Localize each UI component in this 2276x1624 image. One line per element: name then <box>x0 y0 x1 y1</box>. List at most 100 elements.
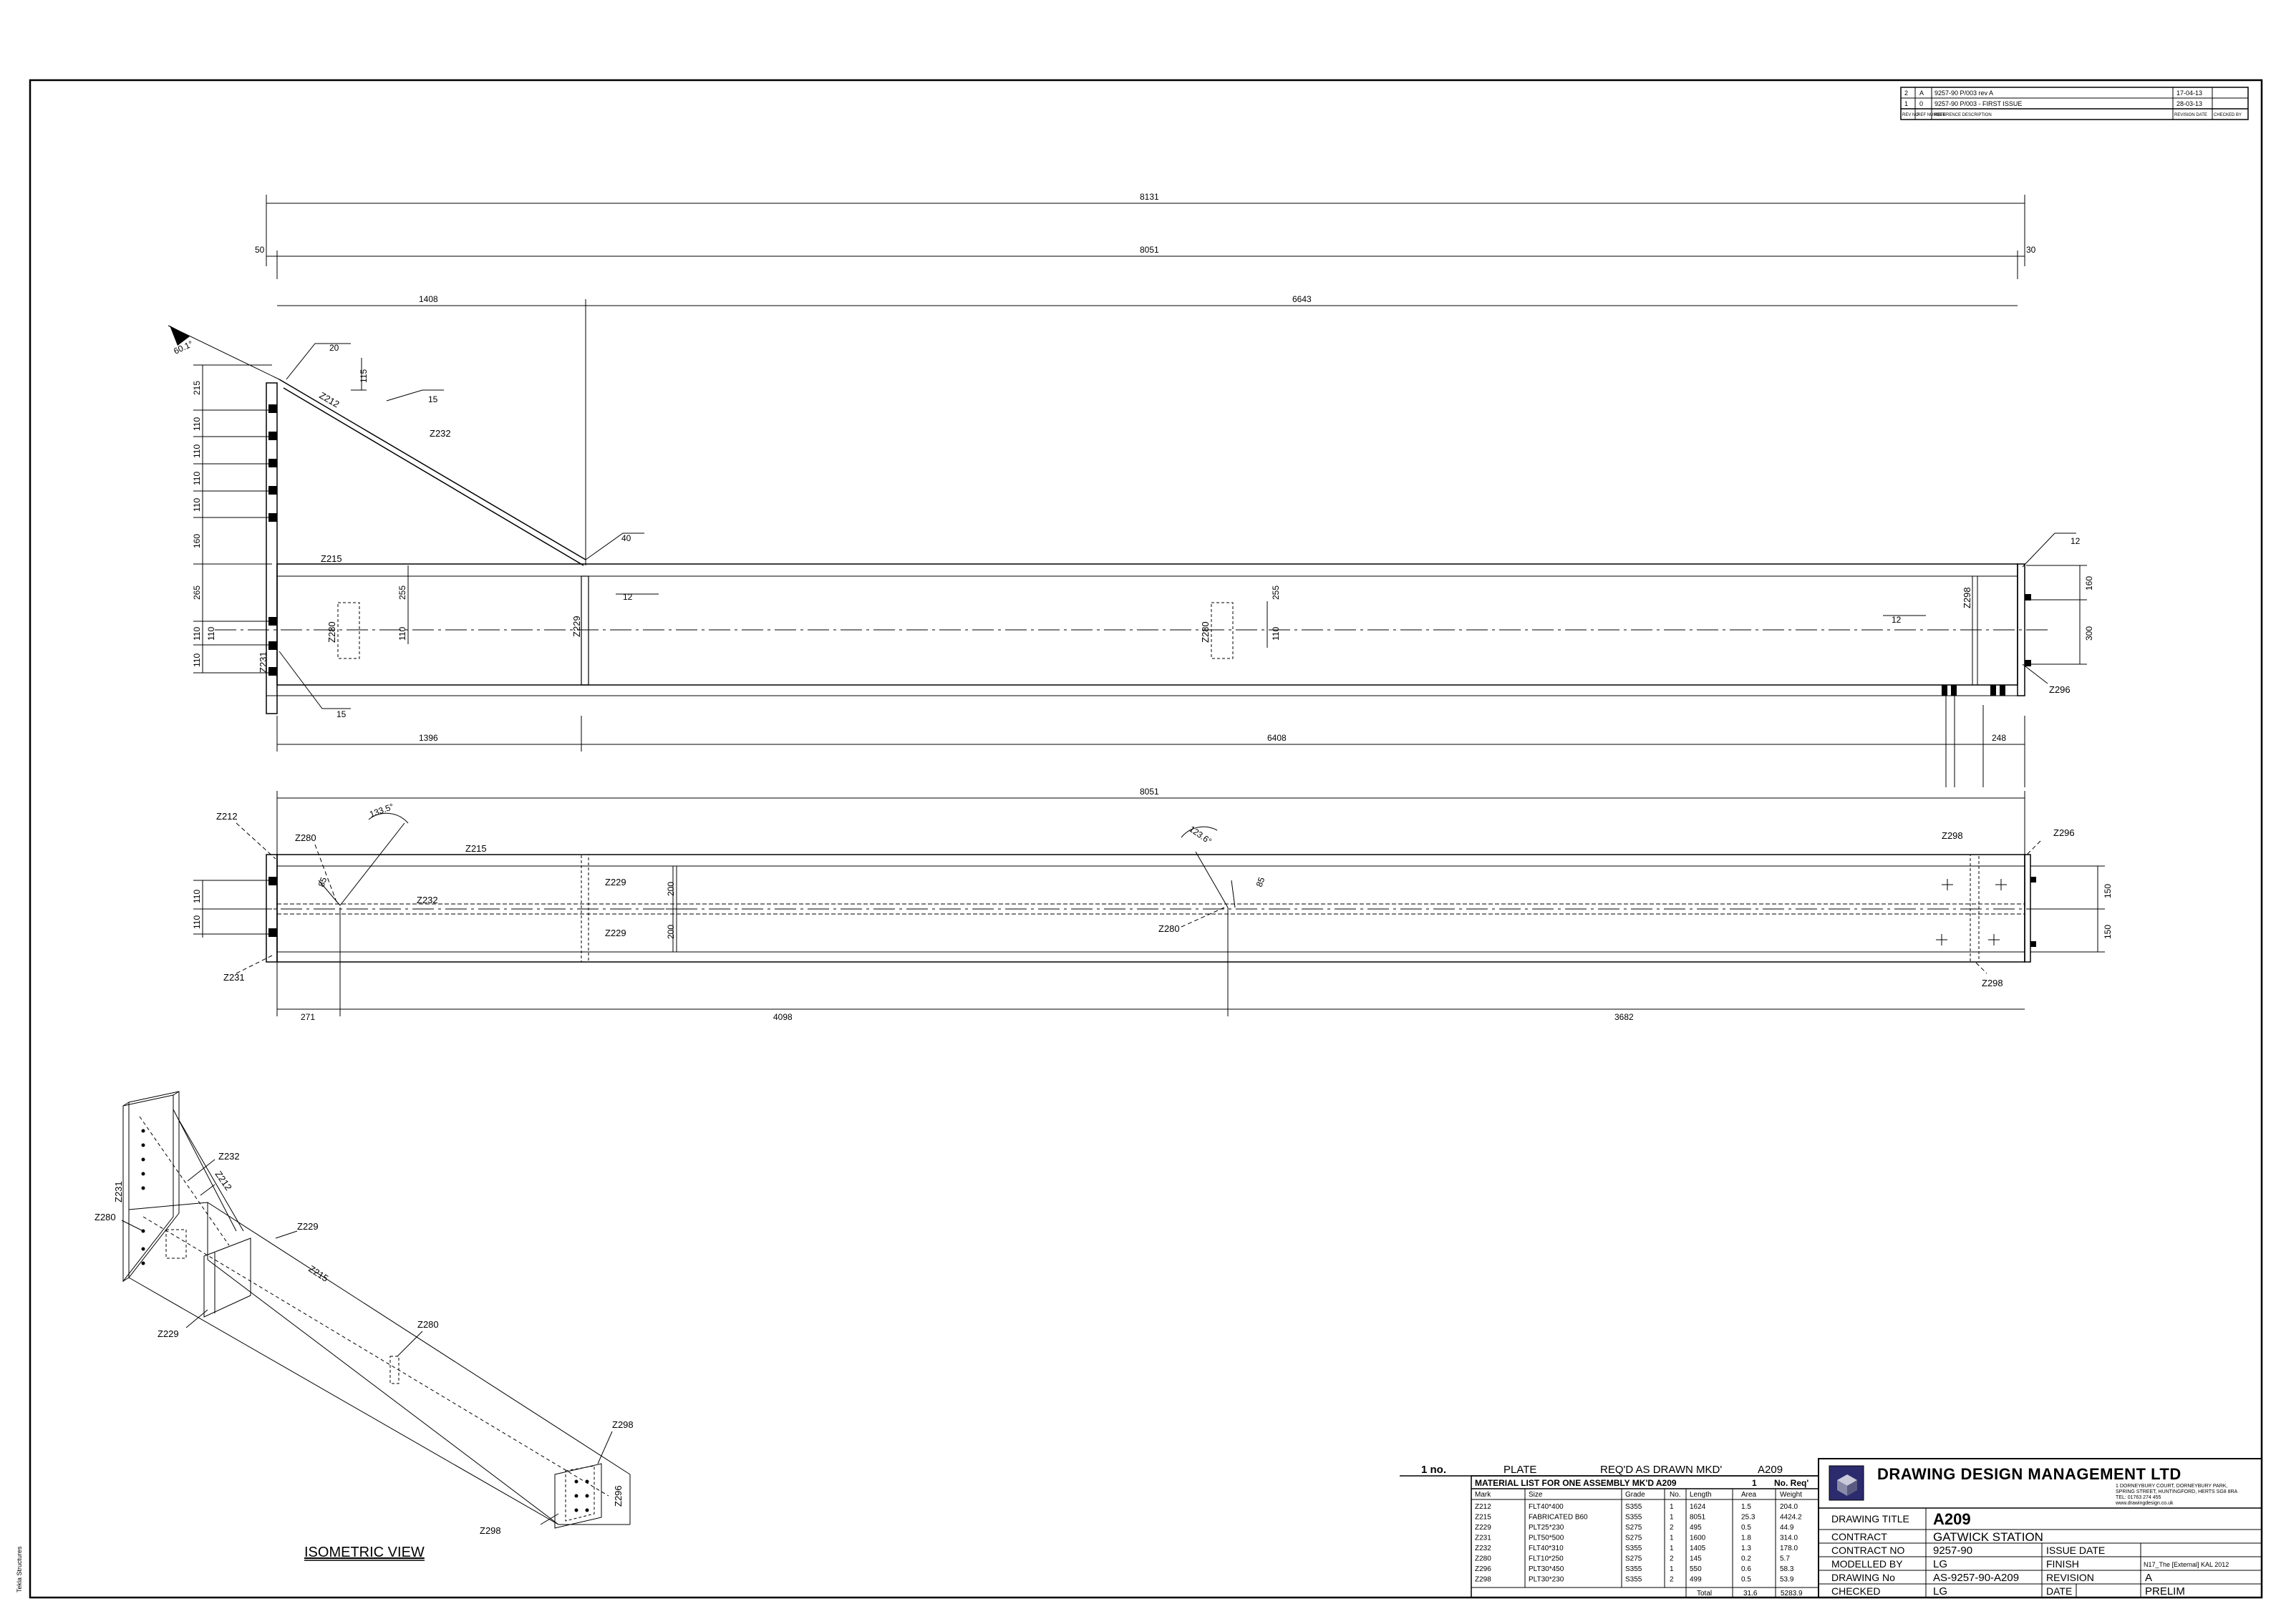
material-list-cell: 495 <box>1690 1524 1702 1532</box>
dim-left-110b: 110 <box>192 444 202 458</box>
drawing-title: A209 <box>1933 1510 1971 1528</box>
date-label: DATE <box>2046 1585 2072 1597</box>
material-list-count: 1 <box>1752 1478 1757 1488</box>
elevation-dimension-text: 8131 8051 50 30 1408 6643 1396 6408 248 … <box>172 192 2094 743</box>
weld-12a: 12 <box>623 592 633 602</box>
isometric-view <box>121 1091 631 1529</box>
dim-right-160: 160 <box>2084 576 2094 590</box>
material-list-cell: Z229 <box>1475 1524 1491 1532</box>
weld-12b: 12 <box>2071 536 2081 546</box>
status-value: PRELIM <box>2145 1585 2185 1598</box>
contract-no-label: CONTRACT NO <box>1831 1545 1905 1556</box>
mark-z296: Z296 <box>2049 684 2071 695</box>
rev-row-1-rev: 2 <box>1904 89 1908 97</box>
material-list-cell: 1 <box>1670 1545 1674 1552</box>
plan-dim-85a: 85 <box>316 875 329 888</box>
issue-date-label: ISSUE DATE <box>2046 1545 2105 1556</box>
dim-6643: 6643 <box>1292 294 1312 304</box>
material-list-cell: FLT40*400 <box>1529 1503 1564 1511</box>
material-list-cell: Z231 <box>1475 1535 1491 1542</box>
material-list-cell: 1.5 <box>1741 1503 1751 1511</box>
dim-110a: 110 <box>397 627 407 641</box>
modelled-by-value: LG <box>1933 1558 1947 1570</box>
plan-mark-z280a: Z280 <box>295 832 316 843</box>
material-list-cell: PLT30*230 <box>1529 1576 1564 1584</box>
material-list-header: Area <box>1741 1491 1757 1499</box>
isometric-bolts <box>141 1129 589 1512</box>
checked-label: CHECKED <box>1831 1585 1880 1597</box>
plan-mark-z296: Z296 <box>2053 827 2075 838</box>
dim-left-160: 160 <box>192 534 202 548</box>
material-list-cell: S355 <box>1625 1565 1642 1573</box>
material-list-header: Mark <box>1475 1491 1491 1499</box>
dim-left-265: 265 <box>192 585 202 600</box>
material-list-cell: Z232 <box>1475 1545 1491 1552</box>
plan-dim-right-150b: 150 <box>2103 925 2113 939</box>
material-list-cell: 53.9 <box>1780 1576 1794 1584</box>
weld-40: 40 <box>621 533 631 543</box>
material-list-total-area: 31.6 <box>1743 1590 1758 1598</box>
material-list-cell: 0.5 <box>1741 1576 1751 1584</box>
rev-header-rev: REV NO <box>1902 113 1919 117</box>
iso-mark-z296: Z296 <box>613 1485 624 1507</box>
dim-left-215: 215 <box>192 381 202 395</box>
material-list-cell: Z298 <box>1475 1576 1491 1584</box>
plan-dim-4098: 4098 <box>773 1012 793 1022</box>
sheet-border <box>29 79 2263 1599</box>
plan-mark-z280b: Z280 <box>1158 923 1180 934</box>
material-list-cell: PLT30*450 <box>1529 1565 1564 1573</box>
material-list-no-reqd: No. Req' <box>1774 1478 1808 1488</box>
plan-dim-271: 271 <box>301 1012 315 1022</box>
dim-left-110f: 110 <box>206 627 216 641</box>
dim-8131: 8131 <box>1140 192 1159 202</box>
material-list-cell: S275 <box>1625 1535 1642 1542</box>
material-list: MATERIAL LIST FOR ONE ASSEMBLY MK'D A209… <box>1471 1475 1819 1598</box>
isometric-title: ISOMETRIC VIEW <box>304 1545 425 1560</box>
rev-row-2-rev: 1 <box>1904 100 1908 107</box>
material-list-cell: 2 <box>1670 1524 1674 1532</box>
drawing-no-label: DRAWING No <box>1831 1572 1895 1583</box>
material-list-cell: 0.2 <box>1741 1555 1751 1563</box>
checked-value: LG <box>1933 1585 1947 1598</box>
material-list-cell: Z215 <box>1475 1514 1491 1522</box>
rev-row-1-ref: A <box>1919 89 1924 97</box>
weld-12c: 12 <box>1892 615 1902 625</box>
material-list-cell: 1 <box>1670 1514 1674 1522</box>
contract-label: CONTRACT <box>1831 1531 1887 1542</box>
rev-row-1-desc: 9257-90 P/003 rev A <box>1934 89 1993 97</box>
material-list-header: No. <box>1670 1491 1681 1499</box>
drawing-title-label: DRAWING TITLE <box>1831 1513 1909 1525</box>
material-list-cell: 1 <box>1670 1535 1674 1542</box>
iso-mark-z229a: Z229 <box>297 1221 319 1232</box>
isometric-labels: Z232 Z212 Z231 Z280 Z229 Z229 Z215 Z280 … <box>95 1151 634 1561</box>
plan-mark-z229a: Z229 <box>605 877 626 888</box>
mark-z232: Z232 <box>430 428 451 439</box>
iso-mark-z229b: Z229 <box>158 1328 179 1339</box>
plan-mark-z298b: Z298 <box>1982 978 2003 988</box>
revision-label: REVISION <box>2046 1572 2094 1583</box>
iso-mark-z298b: Z298 <box>480 1525 501 1536</box>
dim-right-300: 300 <box>2084 626 2094 641</box>
plan-dim-left-110a: 110 <box>192 890 202 903</box>
finish-label: FINISH <box>2046 1558 2079 1570</box>
iso-mark-z212: Z212 <box>213 1169 234 1192</box>
material-list-cell: 145 <box>1690 1555 1702 1563</box>
mark-z280b: Z280 <box>1200 621 1211 643</box>
dim-left-110c: 110 <box>192 472 202 485</box>
dim-110b: 110 <box>1271 627 1281 641</box>
iso-mark-z215: Z215 <box>306 1263 330 1284</box>
angle-60: 60.1° <box>172 339 195 356</box>
dim-left-110d: 110 <box>192 498 202 512</box>
plan-dim-3682: 3682 <box>1614 1012 1634 1022</box>
elevation-bolts <box>170 326 2031 696</box>
mark-z280a: Z280 <box>326 621 337 643</box>
plan-view <box>193 791 2105 1016</box>
rev-row-2-ref: 0 <box>1919 100 1923 107</box>
